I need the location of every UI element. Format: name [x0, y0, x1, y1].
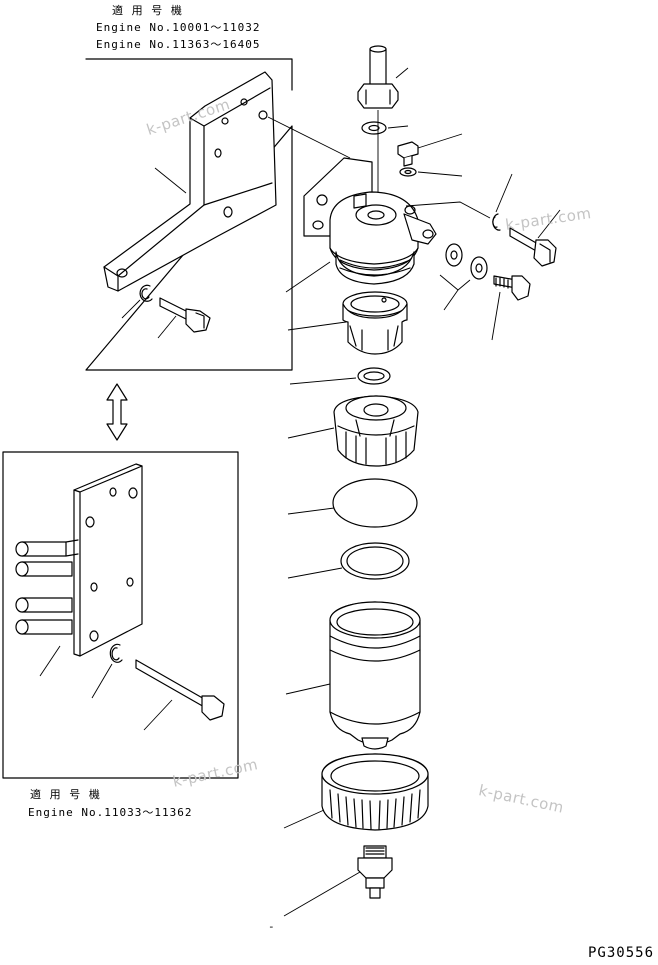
bowl-gasket [340, 542, 410, 580]
right-washer-pair [445, 243, 488, 280]
bottom-washer [109, 643, 123, 663]
footer-mark: - [268, 920, 276, 933]
bottom-variant-range-1: Engine No.11033〜11362 [28, 806, 193, 819]
top-variant-range-1: Engine No.10001〜11032 [96, 21, 261, 34]
right-bolt-bottom [493, 275, 531, 301]
top-bracket [103, 71, 277, 292]
variant-switch-arrow [106, 383, 128, 441]
vent-washer [361, 121, 387, 135]
o-ring-small [357, 367, 391, 385]
plug-washer [399, 167, 417, 177]
bottom-variant-heading: 適 用 号 機 [30, 788, 101, 801]
bottom-variant-box [2, 451, 239, 779]
top-washer [139, 284, 153, 302]
top-variant-range-2: Engine No.11363〜16405 [96, 38, 261, 51]
small-plug [397, 141, 419, 167]
drain-plug [357, 845, 393, 899]
top-variant-heading: 適 用 号 機 [112, 4, 183, 17]
right-washer-c [492, 213, 501, 231]
element-holder [333, 395, 419, 467]
bottom-long-bolt [135, 659, 225, 721]
retaining-ring [321, 753, 429, 831]
bottom-bracket [15, 463, 143, 657]
top-bolt [159, 297, 211, 333]
filter-disc [332, 478, 418, 528]
drawing-code: PG30556 [588, 945, 655, 961]
right-bolt-top [509, 227, 557, 267]
strainer [342, 291, 408, 355]
filter-bowl [329, 601, 421, 750]
filter-head [303, 157, 437, 285]
air-vent-fitting [357, 45, 399, 109]
